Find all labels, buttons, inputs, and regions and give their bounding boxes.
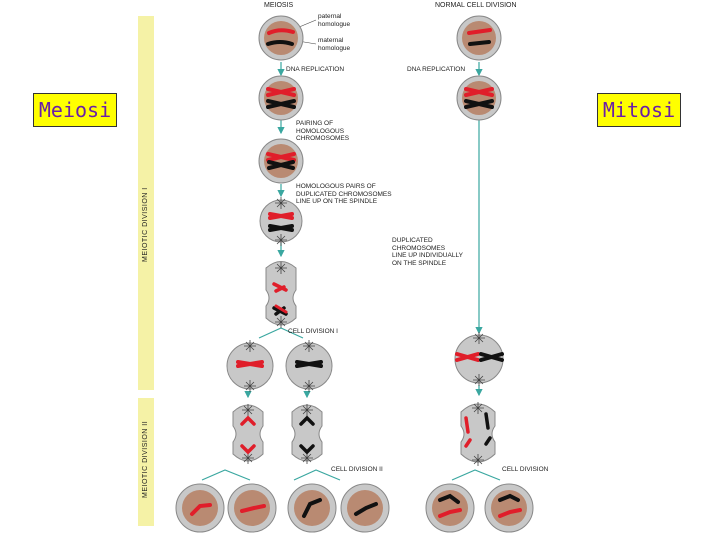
duplicated-label: DUPLICATED CHROMOSOMES LINE UP INDIVIDUA…	[392, 237, 463, 267]
mitosis-cell-3	[454, 331, 504, 387]
meiosis-cell-1	[258, 15, 304, 61]
meiosis-cell-5	[265, 261, 297, 329]
mitosis-cell-2	[456, 75, 502, 121]
meiosi-label: Meiosi	[33, 93, 117, 127]
meiosis-header: MEIOSIS	[264, 2, 294, 9]
meiosis-cell-6a	[226, 339, 274, 393]
meiosis-cell-7b	[291, 403, 323, 465]
meiosis-cell-6b	[285, 339, 333, 393]
meiosis-cell-4	[259, 196, 303, 247]
cell-division-1-label: CELL DIVISION I	[288, 328, 338, 335]
dna-replication-left-label: DNA REPLICATION	[286, 66, 345, 73]
mitosi-label: Mitosi	[597, 93, 681, 127]
paternal-label: paternal homologue	[318, 13, 351, 28]
cell-division-label: CELL DIVISION	[502, 466, 549, 473]
mitosis-arrows	[451, 62, 501, 481]
mitosis-cell-4	[460, 401, 496, 467]
dna-replication-right-label: DNA REPLICATION	[407, 66, 466, 73]
pairing-label: PAIRING OF HOMOLOGOUS CHROMOSOMES	[296, 120, 350, 142]
mitosis-final-cells	[425, 483, 534, 533]
meiosis-final-cells	[175, 483, 390, 533]
meiotic-division-2-strip	[138, 398, 154, 526]
meiotic-division-1-strip	[138, 16, 154, 390]
mitosis-header: NORMAL CELL DIVISION	[435, 2, 517, 9]
mitosis-cell-1	[456, 15, 502, 61]
cell-division-2-label: CELL DIVISION II	[331, 466, 383, 473]
homologous-pairs-label: HOMOLOGOUS PAIRS OF DUPLICATED CHROMOSOM…	[296, 183, 392, 205]
maternal-label: maternal homologue	[318, 37, 351, 52]
meiosis-cell-3	[258, 138, 304, 184]
meiosis-cell-7a	[232, 403, 264, 465]
meiosis-cell-2	[258, 75, 304, 121]
